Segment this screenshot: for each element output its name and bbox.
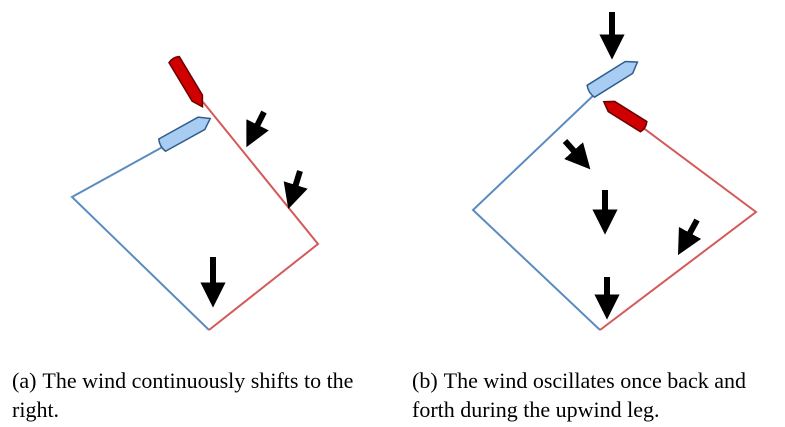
panel-b-red-track	[599, 123, 758, 331]
panel-a-red-boat-icon	[168, 55, 204, 108]
panel-b-wind-arrow-4	[677, 218, 702, 256]
caption-a: (a)The wind continuously shifts to the r…	[12, 366, 372, 424]
panel-b-wind-arrow-2	[562, 138, 591, 170]
panel-b-red-boat-icon	[602, 100, 648, 133]
panel-a	[70, 55, 320, 331]
panel-a-wind-arrow-2	[283, 170, 308, 210]
caption-b-text: The wind oscillates once back and forth …	[412, 368, 747, 422]
panel-a-wind-arrow-1	[246, 110, 269, 148]
caption-b: (b)The wind oscillates once back and for…	[412, 366, 782, 424]
caption-a-text: The wind continuously shifts to the righ…	[12, 368, 354, 422]
panel-a-red-track	[202, 101, 320, 331]
caption-b-tag: (b)	[412, 368, 438, 393]
sailing-tracks-figure	[70, 12, 758, 331]
panel-a-blue-track	[70, 143, 210, 331]
panel-a-blue-boat-icon	[157, 116, 212, 153]
panel-b-blue-boat-icon	[586, 60, 639, 99]
panel-b-blue-track	[471, 91, 601, 331]
caption-a-tag: (a)	[12, 368, 37, 393]
panel-b	[471, 12, 758, 331]
